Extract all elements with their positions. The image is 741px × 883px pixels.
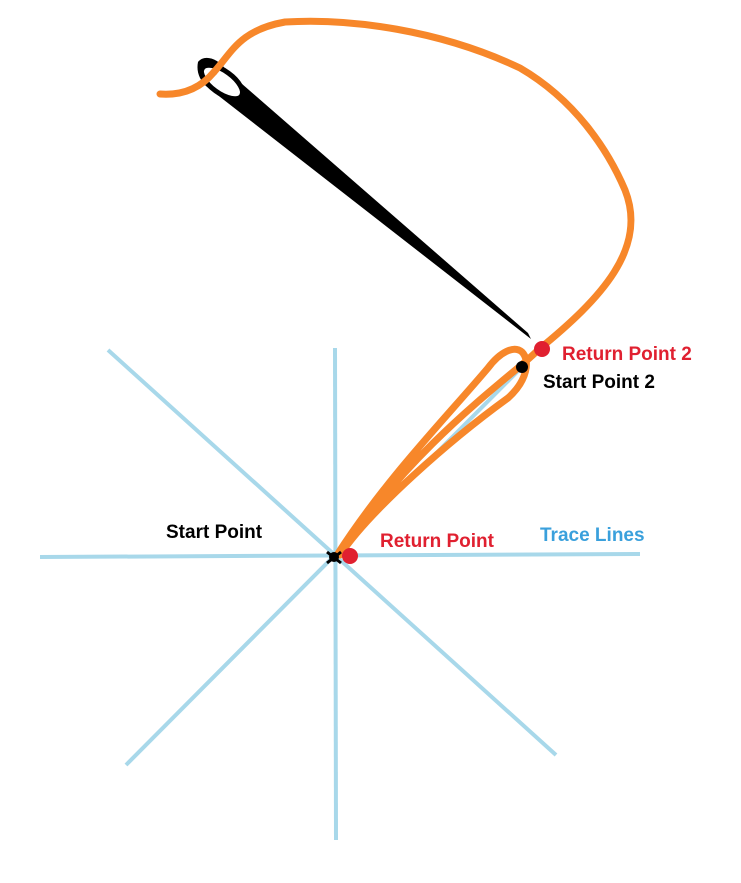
return-point-2-marker	[534, 341, 550, 357]
needle-body	[197, 57, 531, 340]
trace-lines-label: Trace Lines	[540, 525, 645, 546]
return-point-label: Return Point	[380, 531, 495, 552]
markers	[326, 341, 550, 565]
thread-main	[210, 17, 635, 559]
start-point-2-marker	[516, 361, 528, 373]
x-mark-icon	[326, 550, 342, 565]
sewing-needle-icon	[197, 57, 531, 340]
thread-tail	[156, 68, 218, 98]
return-point-2-label: Return Point 2	[562, 344, 692, 365]
labels: Start Point Return Point Trace Lines Ret…	[166, 344, 692, 552]
start-point-marker	[326, 550, 342, 565]
thread	[156, 17, 635, 559]
trace-lines	[39, 347, 641, 841]
needle-eye-rim	[199, 62, 245, 102]
start-point-2-label: Start Point 2	[543, 372, 655, 393]
start-point-label: Start Point	[166, 522, 263, 543]
trace-line-vertical	[333, 347, 338, 841]
return-point-marker	[342, 548, 358, 564]
